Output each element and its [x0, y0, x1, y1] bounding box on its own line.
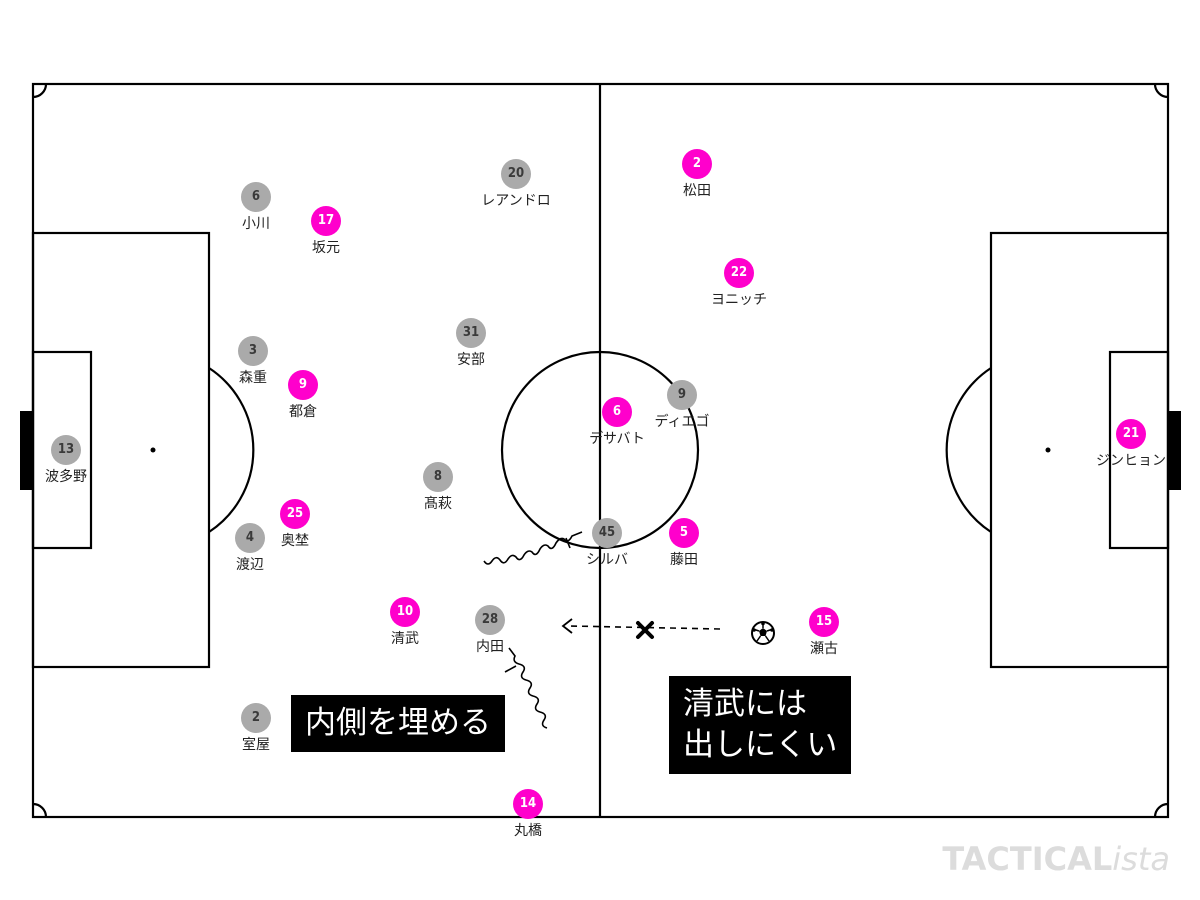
- right-penalty-spot: [1045, 447, 1051, 453]
- player-number-badge: 25: [280, 499, 310, 529]
- player-away-5: 5 藤田: [624, 518, 744, 569]
- left-goal: [20, 411, 33, 490]
- player-name-label: 清武: [391, 631, 419, 647]
- player-number-badge: 28: [475, 605, 505, 635]
- player-name-label: 髙萩: [424, 496, 452, 512]
- player-away-25: 25 奥埜: [235, 499, 355, 550]
- player-number-badge: 5: [669, 518, 699, 548]
- right-penalty-arc: [945, 367, 992, 533]
- corner-arc-top-right: [1153, 83, 1169, 99]
- player-number-badge: 15: [809, 607, 839, 637]
- pressure-squiggle-uchida: [508, 647, 548, 729]
- callout-inner-block: 内側を埋める: [291, 695, 505, 752]
- left-penalty-arc: [208, 367, 255, 533]
- player-name-label: 室屋: [242, 737, 270, 753]
- player-name-label: 瀬古: [810, 641, 838, 657]
- callout-hard-to-pass-line-2: 出しにくい: [683, 727, 838, 763]
- player-name-label: 安部: [457, 352, 485, 368]
- callout-hard-to-pass-line-1: 清武には: [683, 686, 807, 722]
- player-name-label: 丸橋: [514, 823, 542, 839]
- player-name-label: 都倉: [289, 404, 317, 420]
- callout-inner-block-text: 内側を埋める: [305, 705, 491, 741]
- player-number-badge: 8: [423, 462, 453, 492]
- player-away-10: 10 清武: [345, 597, 465, 648]
- player-name-label: ジンヒョン: [1096, 453, 1166, 469]
- player-home-13: 13 波多野: [6, 435, 126, 486]
- blocked-pass-line: [569, 625, 721, 630]
- watermark-main: TACTICAL: [942, 840, 1113, 878]
- player-home-9: 9 ディエゴ: [622, 380, 742, 431]
- player-name-label: 奥埜: [281, 533, 309, 549]
- corner-arc-top-left: [32, 83, 48, 99]
- player-name-label: 小川: [242, 216, 270, 232]
- player-number-badge: 6: [602, 397, 632, 427]
- player-home-8: 8 髙萩: [378, 462, 498, 513]
- player-number-badge: 6: [241, 182, 271, 212]
- player-name-label: 渡辺: [236, 557, 264, 573]
- player-away-9: 9 都倉: [243, 370, 363, 421]
- player-name-label: 松田: [683, 183, 711, 199]
- player-home-2: 2 室屋: [196, 703, 316, 754]
- player-home-45: 45 シルバ: [547, 518, 667, 569]
- player-home-28: 28 内田: [430, 605, 550, 656]
- player-number-badge: 20: [501, 159, 531, 189]
- player-number-badge: 17: [311, 206, 341, 236]
- player-away-14: 14 丸橋: [468, 789, 588, 840]
- player-name-label: 坂元: [312, 240, 340, 256]
- callout-hard-to-pass: 清武には 出しにくい: [669, 676, 852, 774]
- player-away-15: 15 瀬古: [764, 607, 884, 658]
- pressure-squiggle-uchida-stop: [504, 665, 517, 673]
- player-number-badge: 2: [682, 149, 712, 179]
- player-number-badge: 45: [592, 518, 622, 548]
- player-number-badge: 14: [513, 789, 543, 819]
- player-number-badge: 2: [241, 703, 271, 733]
- watermark-suffix: ista: [1112, 840, 1170, 878]
- player-number-badge: 21: [1116, 419, 1146, 449]
- right-goal: [1168, 411, 1181, 490]
- player-home-20: 20 レアンドロ: [456, 159, 576, 210]
- player-name-label: シルバ: [586, 552, 628, 568]
- blocked-pass-arrowhead: [561, 618, 573, 634]
- player-away-2: 2 松田: [637, 149, 757, 200]
- soccer-ball-icon: [751, 621, 775, 645]
- pressure-squiggle-silva-stop: [565, 537, 571, 549]
- player-away-22: 22 ヨニッチ: [679, 258, 799, 309]
- player-away-17: 17 坂元: [266, 206, 386, 257]
- player-name-label: 森重: [239, 370, 267, 386]
- player-home-6: 6 小川: [196, 182, 316, 233]
- player-number-badge: 22: [724, 258, 754, 288]
- cross-icon: [636, 621, 654, 639]
- corner-arc-bottom-left: [32, 802, 48, 818]
- pressure-squiggle-silva: [483, 531, 583, 565]
- player-name-label: ヨニッチ: [711, 292, 767, 308]
- player-away-6: 6 デサバト: [557, 397, 677, 448]
- player-name-label: 波多野: [45, 469, 87, 485]
- watermark-logo: TACTICALista: [942, 840, 1170, 878]
- player-number-badge: 3: [238, 336, 268, 366]
- player-home-4: 4 渡辺: [190, 523, 310, 574]
- player-home-31: 31 安部: [411, 318, 531, 369]
- player-number-badge: 9: [667, 380, 697, 410]
- player-name-label: デサバト: [589, 431, 645, 447]
- player-number-badge: 31: [456, 318, 486, 348]
- player-number-badge: 4: [235, 523, 265, 553]
- player-name-label: 藤田: [670, 552, 698, 568]
- player-name-label: レアンドロ: [481, 193, 551, 209]
- player-away-21: 21 ジンヒョン: [1071, 419, 1191, 470]
- player-number-badge: 9: [288, 370, 318, 400]
- player-number-badge: 10: [390, 597, 420, 627]
- player-name-label: 内田: [476, 639, 504, 655]
- centre-circle: [500, 350, 700, 550]
- player-name-label: ディエゴ: [654, 414, 710, 430]
- player-number-badge: 13: [51, 435, 81, 465]
- corner-arc-bottom-right: [1153, 802, 1169, 818]
- player-home-3: 3 森重: [193, 336, 313, 387]
- left-penalty-spot: [150, 447, 156, 453]
